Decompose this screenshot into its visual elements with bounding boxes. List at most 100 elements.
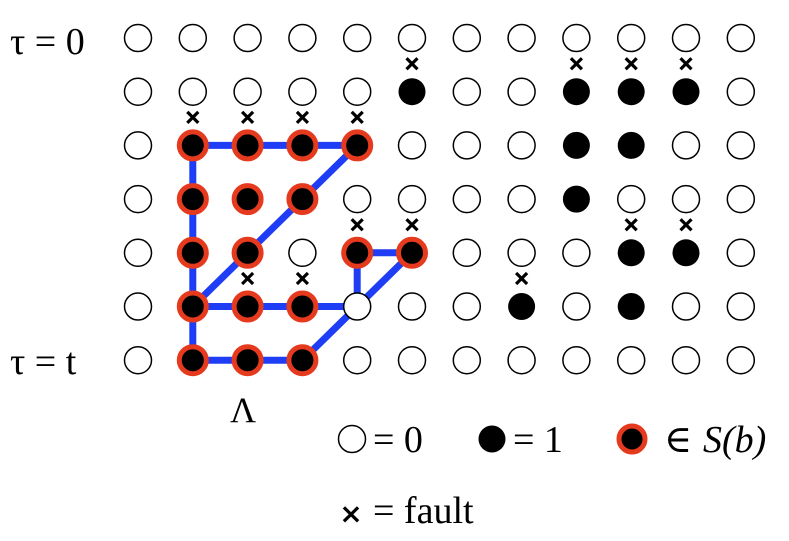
node-zero	[342, 292, 372, 321]
node-zero	[342, 77, 372, 106]
node-in-set	[286, 183, 319, 216]
node-in-set	[231, 290, 264, 323]
node-in-set	[341, 236, 374, 269]
node-zero	[507, 238, 536, 268]
fault-mark	[295, 271, 310, 286]
node-zero	[342, 345, 372, 375]
legend-fault-text: = fault	[373, 490, 474, 532]
node-one	[672, 239, 700, 267]
node-zero	[288, 77, 317, 106]
node-zero	[726, 131, 756, 160]
node-zero	[616, 345, 646, 375]
node-in-set	[176, 236, 209, 269]
node-in-set	[176, 129, 209, 162]
node-zero	[562, 238, 591, 268]
node-zero	[671, 345, 701, 375]
node-zero	[726, 184, 756, 214]
node-in-set	[286, 290, 319, 323]
node-zero	[507, 77, 536, 106]
node-zero	[178, 23, 208, 53]
node-zero	[452, 23, 482, 53]
fault-mark	[679, 218, 693, 232]
node-zero	[671, 292, 701, 321]
node-zero	[452, 292, 482, 321]
node-zero	[671, 131, 701, 160]
node-one	[617, 78, 645, 106]
node-one	[562, 78, 590, 106]
node-in-set	[231, 183, 264, 216]
fault-mark	[569, 57, 584, 71]
node-zero	[452, 345, 482, 375]
node-one	[398, 78, 426, 106]
legend-zero-text: = 0	[373, 419, 423, 461]
node-zero	[233, 23, 262, 53]
node-zero	[123, 131, 153, 160]
lambda-edge	[189, 141, 361, 310]
node-zero	[671, 184, 701, 214]
node-one	[672, 78, 700, 106]
node-zero	[726, 23, 756, 53]
node-zero	[671, 23, 701, 53]
node-zero	[507, 131, 536, 160]
node-zero	[123, 238, 153, 268]
node-grid	[123, 23, 756, 377]
node-in-set	[176, 183, 209, 216]
node-zero	[452, 184, 482, 214]
legend-one-icon	[478, 425, 506, 453]
node-zero	[397, 345, 427, 375]
fault-mark	[295, 110, 310, 125]
node-zero	[178, 77, 208, 106]
node-zero	[123, 292, 153, 321]
fault-mark	[405, 57, 419, 71]
node-zero	[562, 292, 591, 321]
node-in-set	[176, 344, 209, 377]
legend-fault-icon: ×	[339, 497, 362, 530]
legend-set-name: S(b)	[703, 419, 766, 461]
node-zero	[397, 292, 427, 321]
node-in-set	[341, 129, 374, 162]
lambda-label: Λ	[230, 390, 256, 430]
node-zero	[452, 238, 482, 268]
node-zero	[616, 23, 646, 53]
fault-mark	[240, 110, 255, 125]
legend-one-text: = 1	[513, 419, 563, 461]
node-zero	[123, 184, 153, 214]
node-zero	[726, 77, 756, 106]
node-zero	[507, 345, 536, 375]
node-one	[617, 131, 645, 159]
node-zero	[507, 23, 536, 53]
tau-zero-label: τ = 0	[10, 21, 85, 63]
legend-set-icon	[616, 423, 648, 455]
node-zero	[726, 345, 756, 375]
node-one	[562, 131, 590, 159]
node-zero	[233, 77, 262, 106]
node-zero	[342, 184, 372, 214]
node-in-set	[231, 236, 264, 269]
fault-mark	[350, 110, 364, 125]
node-one	[617, 293, 645, 320]
node-zero	[397, 131, 427, 160]
node-zero	[507, 184, 536, 214]
fault-mark	[514, 271, 529, 286]
node-zero	[123, 345, 153, 375]
legend-set-symbol: ∈	[664, 419, 692, 461]
node-zero	[562, 23, 591, 53]
node-zero	[616, 184, 646, 214]
node-zero	[397, 23, 427, 53]
node-zero	[452, 131, 482, 160]
node-one	[617, 239, 645, 267]
node-zero	[452, 77, 482, 106]
fault-marks	[186, 57, 693, 286]
node-in-set	[396, 236, 428, 269]
node-zero	[288, 23, 317, 53]
node-zero	[726, 292, 756, 321]
tau-t-label: τ = t	[10, 341, 77, 383]
fault-mark	[186, 110, 200, 125]
node-in-set	[231, 344, 264, 377]
fault-mark	[679, 57, 693, 71]
fault-mark	[350, 218, 364, 232]
legend-zero-icon	[337, 424, 367, 454]
node-zero	[123, 23, 153, 53]
node-one	[508, 293, 536, 320]
fault-mark	[624, 57, 638, 71]
